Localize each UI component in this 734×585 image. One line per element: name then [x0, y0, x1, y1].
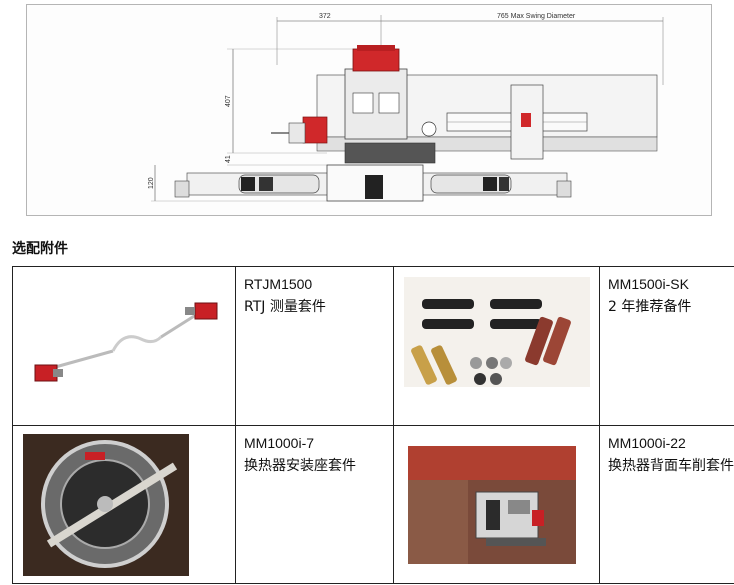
table-row: MM1000i-7 换热器安装座套件 MM1000i-22 换热器背面车削套件	[12, 424, 734, 584]
accessory-code: RTJM1500	[244, 276, 313, 292]
dim-label-41: 41	[225, 155, 232, 163]
accessory-image-cell	[393, 266, 600, 426]
accessory-code: MM1000i-22	[608, 434, 686, 451]
accessory-code: MM1500i-SK	[608, 276, 689, 292]
spare-parts-kit-image	[404, 277, 590, 387]
dim-label-765: 765 Max Swing Diameter	[497, 13, 576, 20]
accessory-image-cell	[12, 424, 236, 584]
accessory-description: RTJ 测量套件	[244, 299, 326, 315]
accessories-table: RTJM1500 RTJ 测量套件 MM1500i-S	[12, 266, 734, 584]
accessory-text-cell: MM1000i-22 换热器背面车削套件	[599, 424, 734, 584]
technical-drawing: 372 765 Max Swing Diameter 407 41 120	[26, 4, 712, 216]
heat-exchanger-mount-kit-image	[23, 433, 189, 576]
dim-label-372: 372	[319, 13, 331, 20]
accessory-description: 2 年推荐备件	[608, 299, 692, 315]
accessory-text-cell: MM1500i-SK 2 年推荐备件	[599, 266, 734, 426]
drive-motor	[352, 48, 400, 72]
accessory-image-cell	[12, 266, 236, 426]
table-row: RTJM1500 RTJ 测量套件 MM1500i-S	[12, 266, 734, 426]
accessory-image-cell	[393, 424, 600, 584]
accessory-description: 换热器背面车削套件	[608, 457, 734, 474]
accessory-description: 换热器安装座套件	[244, 457, 356, 474]
dim-label-407: 407	[225, 95, 232, 107]
heat-exchanger-back-facing-kit-image	[408, 445, 576, 564]
accessory-code: MM1000i-7	[244, 434, 315, 451]
machine-side-view-drawing: 372 765 Max Swing Diameter 407 41 120	[148, 13, 664, 202]
section-title: 选配附件	[12, 241, 68, 257]
dim-label-120: 120	[148, 177, 155, 189]
rtj-measuring-kit-image	[34, 302, 218, 382]
accessory-text-cell: RTJM1500 RTJ 测量套件	[235, 266, 394, 426]
accessory-text-cell: MM1000i-7 换热器安装座套件	[235, 424, 394, 584]
